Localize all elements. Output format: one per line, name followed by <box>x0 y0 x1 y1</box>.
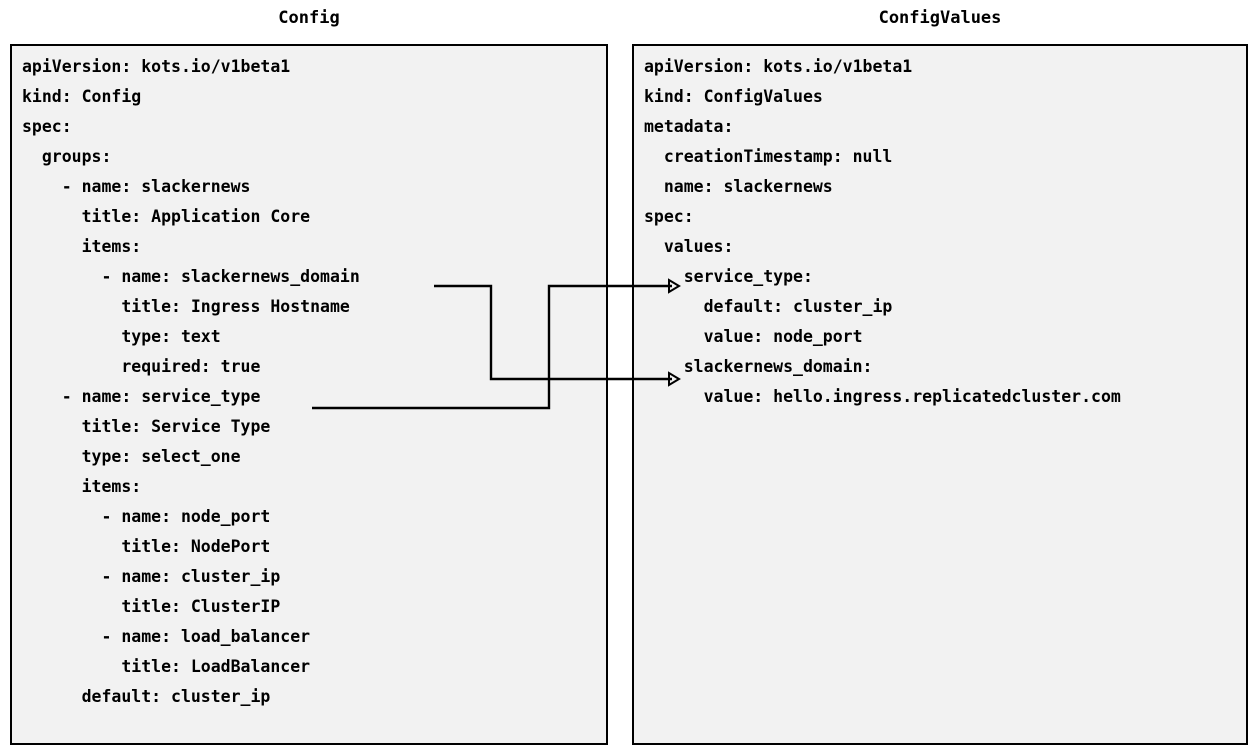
config-yaml-line: default: cluster_ip <box>22 687 271 706</box>
configvalues-yaml-line: apiVersion: kots.io/v1beta1 <box>644 57 913 76</box>
config-yaml-line: title: ClusterIP <box>22 597 281 616</box>
config-yaml-line: groups: <box>22 147 112 166</box>
configvalues-yaml-line: metadata: <box>644 117 734 136</box>
configvalues-yaml-line: service_type: <box>644 267 813 286</box>
configvalues-yaml-line: value: hello.ingress.replicatedcluster.c… <box>644 387 1121 406</box>
configvalues-yaml-line: slackernews_domain: <box>644 357 873 376</box>
configvalues-yaml-line: default: cluster_ip <box>644 297 893 316</box>
config-yaml-line: title: Application Core <box>22 207 311 226</box>
configvalues-yaml-lines: apiVersion: kots.io/v1beta1 kind: ConfigV… <box>644 52 1242 412</box>
config-yaml-line: spec: <box>22 117 72 136</box>
configvalues-yaml-box: apiVersion: kots.io/v1beta1 kind: ConfigV… <box>632 44 1248 745</box>
config-yaml-lines: apiVersion: kots.io/v1beta1 kind: Config s… <box>22 52 602 712</box>
config-yaml-line: - name: service_type <box>22 387 261 406</box>
config-yaml-line: - name: load_balancer <box>22 627 311 646</box>
config-yaml-line: - name: node_port <box>22 507 271 526</box>
config-yaml-line: apiVersion: kots.io/v1beta1 <box>22 57 291 76</box>
config-yaml-line: title: LoadBalancer <box>22 657 311 676</box>
config-yaml-line: title: NodePort <box>22 537 271 556</box>
config-yaml-line: title: Service Type <box>22 417 271 436</box>
config-yaml-line: - name: slackernews <box>22 177 251 196</box>
config-yaml-line: type: select_one <box>22 447 241 466</box>
config-yaml-line: - name: cluster_ip <box>22 567 281 586</box>
configvalues-panel-title: ConfigValues <box>878 8 1002 28</box>
config-yaml-line: type: text <box>22 327 221 346</box>
config-yaml-line: items: <box>22 237 142 256</box>
configvalues-yaml-line: spec: <box>644 207 694 226</box>
config-yaml-line: required: true <box>22 357 261 376</box>
config-yaml-line: items: <box>22 477 142 496</box>
configvalues-yaml-line: kind: ConfigValues <box>644 87 823 106</box>
config-yaml-line: title: Ingress Hostname <box>22 297 350 316</box>
configvalues-yaml-line: creationTimestamp: null <box>644 147 893 166</box>
configvalues-yaml-line: name: slackernews <box>644 177 833 196</box>
config-yaml-box: apiVersion: kots.io/v1beta1 kind: Config s… <box>10 44 608 745</box>
configvalues-yaml-line: value: node_port <box>644 327 863 346</box>
config-yaml-line: - name: slackernews_domain <box>22 267 360 286</box>
config-yaml-line: kind: Config <box>22 87 142 106</box>
configvalues-yaml-line: values: <box>644 237 734 256</box>
config-panel-title: Config <box>278 8 340 28</box>
